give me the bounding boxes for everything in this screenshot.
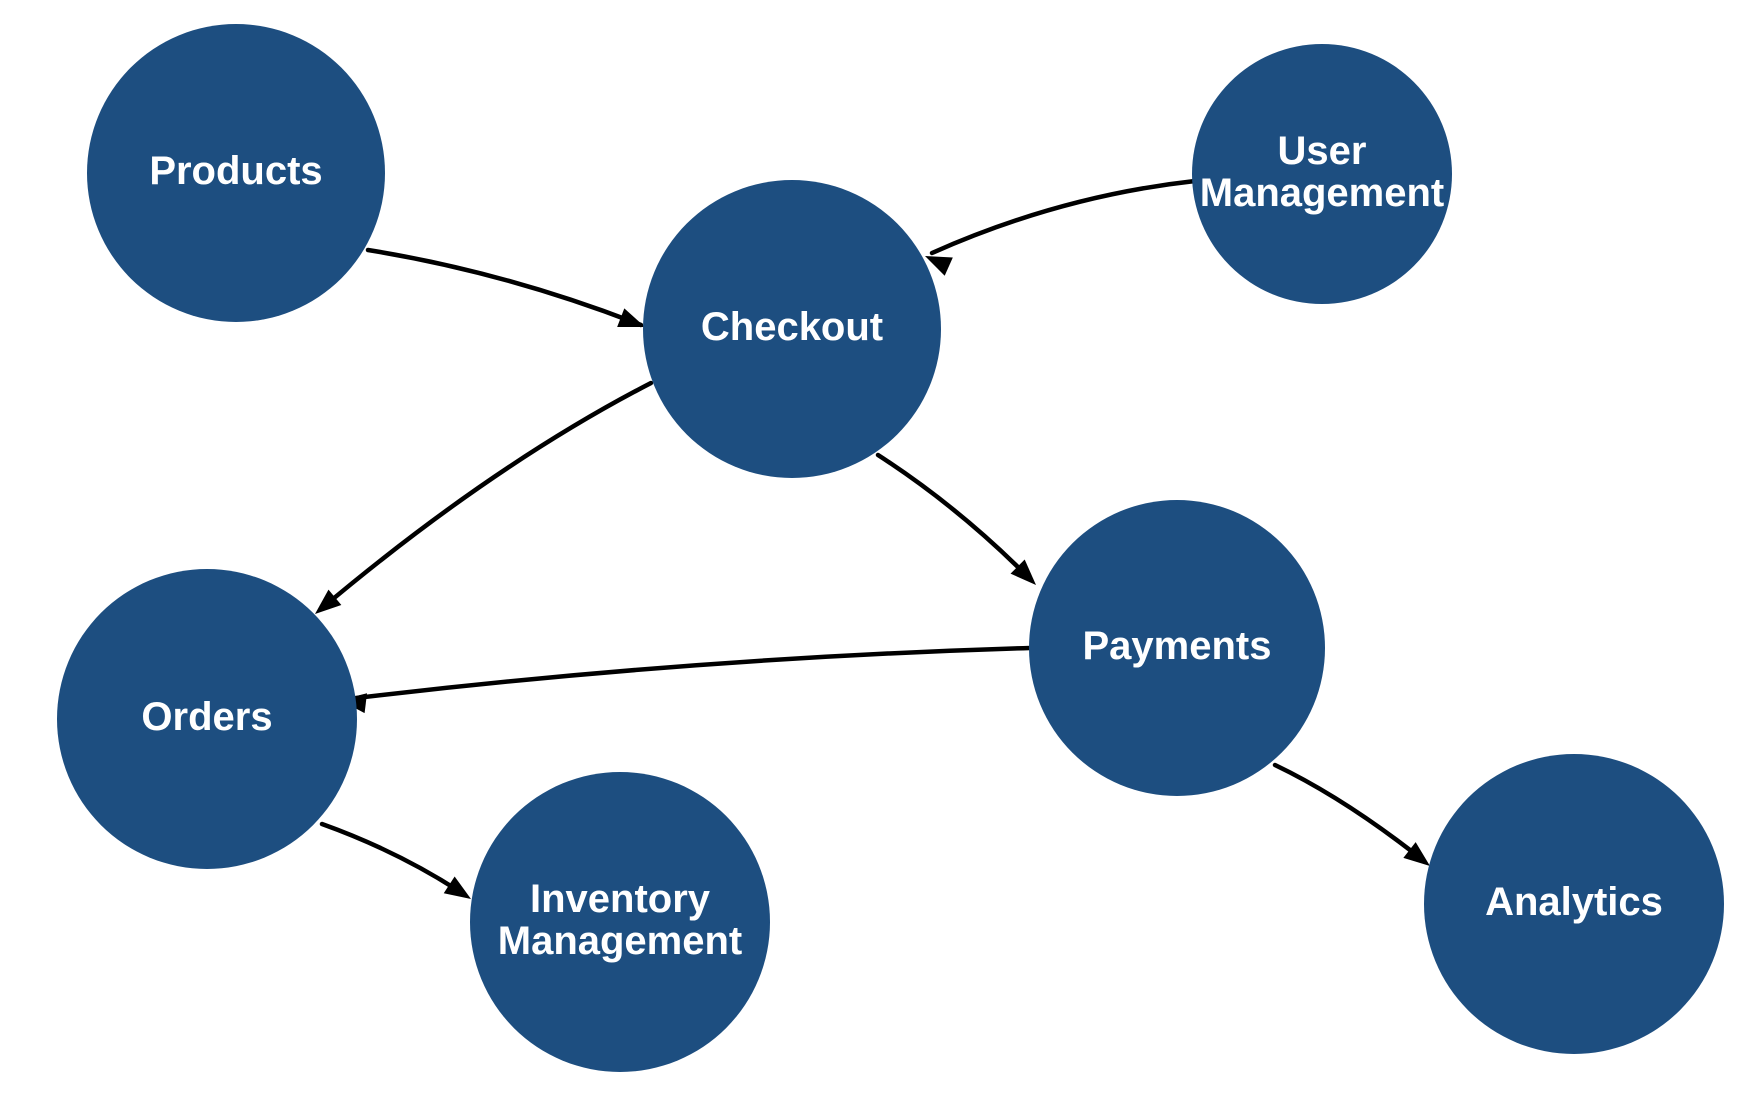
- arrowhead-icon: [925, 256, 953, 276]
- edge-payments-to-orders: [340, 645, 1033, 714]
- edge-line: [345, 645, 1033, 702]
- edge-checkout-to-payments: [875, 452, 1036, 585]
- node-analytics[interactable]: Analytics: [1424, 754, 1724, 1054]
- node-label-line: Analytics: [1485, 880, 1663, 924]
- node-label-line: Orders: [141, 695, 272, 739]
- edge-layer: [315, 178, 1430, 899]
- edge-line: [365, 247, 644, 328]
- node-checkout[interactable]: Checkout: [643, 180, 941, 478]
- node-orders[interactable]: Orders: [57, 569, 357, 869]
- node-payments[interactable]: Payments: [1029, 500, 1325, 796]
- edge-line: [1272, 762, 1427, 864]
- edge-user-management-to-checkout: [925, 178, 1198, 276]
- edge-payments-to-analytics: [1272, 762, 1430, 866]
- node-label-line: Management: [498, 919, 743, 963]
- node-label: Products: [149, 149, 322, 193]
- arrowhead-icon: [315, 589, 342, 614]
- arrowhead-icon: [617, 308, 645, 328]
- node-shape[interactable]: [643, 180, 941, 478]
- node-label-line: Payments: [1083, 624, 1272, 668]
- node-shape[interactable]: [87, 24, 385, 322]
- node-label: Orders: [141, 695, 272, 739]
- node-label-line: Checkout: [701, 305, 883, 349]
- node-shape[interactable]: [1424, 754, 1724, 1054]
- node-products[interactable]: Products: [87, 24, 385, 322]
- arrowhead-icon: [1010, 559, 1036, 585]
- edge-orders-to-inventory-management: [319, 821, 471, 899]
- node-shape[interactable]: [470, 772, 770, 1072]
- arrowhead-icon: [1403, 842, 1430, 866]
- node-shape[interactable]: [1029, 500, 1325, 796]
- node-label-line: User: [1278, 129, 1367, 173]
- edge-products-to-checkout: [365, 247, 645, 328]
- edge-line: [319, 821, 468, 898]
- edge-line: [929, 178, 1198, 256]
- edge-line: [875, 452, 1034, 583]
- arrowhead-icon: [443, 876, 471, 899]
- node-label: Checkout: [701, 305, 883, 349]
- node-label-line: Inventory: [530, 877, 711, 921]
- node-label: Analytics: [1485, 880, 1663, 924]
- edge-checkout-to-orders: [315, 380, 654, 614]
- edge-line: [318, 380, 654, 612]
- node-shape[interactable]: [1192, 44, 1452, 304]
- node-shape[interactable]: [57, 569, 357, 869]
- node-label-line: Management: [1200, 171, 1445, 215]
- node-label-line: Products: [149, 149, 322, 193]
- node-label: Payments: [1083, 624, 1272, 668]
